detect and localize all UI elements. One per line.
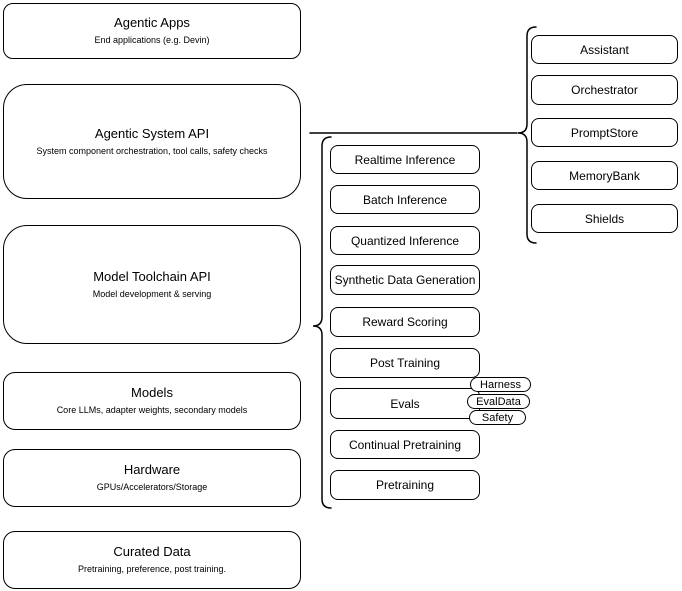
toolchain-brace xyxy=(312,136,332,509)
box-title: Agentic Apps xyxy=(114,15,190,31)
box-label: Shields xyxy=(584,211,625,226)
box-title: Models xyxy=(131,385,173,401)
box-title: Agentic System API xyxy=(94,125,210,141)
box-synthetic-data-generation: Synthetic Data Generation xyxy=(330,265,480,295)
box-label: Continual Pretraining xyxy=(348,437,462,452)
box-subtitle: GPUs/Accelerators/Storage xyxy=(96,482,208,493)
box-subtitle: End applications (e.g. Devin) xyxy=(94,35,210,46)
box-evals: Evals xyxy=(330,388,480,419)
box-label: Batch Inference xyxy=(362,192,448,207)
box-pretraining: Pretraining xyxy=(330,470,480,500)
box-assistant: Assistant xyxy=(531,35,678,64)
box-continual-pretraining: Continual Pretraining xyxy=(330,430,480,459)
box-title: Model Toolchain API xyxy=(93,268,211,284)
box-agentic-system-api: Agentic System API System component orch… xyxy=(3,84,301,199)
pill-evaldata: EvalData xyxy=(467,394,530,409)
box-subtitle: Core LLMs, adapter weights, secondary mo… xyxy=(56,405,248,416)
box-label: Realtime Inference xyxy=(354,152,456,167)
box-label: Reward Scoring xyxy=(362,315,448,329)
box-label: Pretraining xyxy=(375,478,435,492)
box-promptstore: PromptStore xyxy=(531,118,678,147)
box-post-training: Post Training xyxy=(330,348,480,378)
box-subtitle: System component orchestration, tool cal… xyxy=(36,145,268,156)
box-memorybank: MemoryBank xyxy=(531,161,678,190)
box-model-toolchain-api: Model Toolchain API Model development & … xyxy=(3,225,301,344)
pill-label: EvalData xyxy=(476,395,521,408)
box-agentic-apps: Agentic Apps End applications (e.g. Devi… xyxy=(3,3,301,59)
box-shields: Shields xyxy=(531,204,678,233)
box-realtime-inference: Realtime Inference xyxy=(330,145,480,174)
box-curated-data: Curated Data Pretraining, preference, po… xyxy=(3,531,301,589)
box-quantized-inference: Quantized Inference xyxy=(330,226,480,255)
box-label: Evals xyxy=(390,396,420,411)
box-title: Curated Data xyxy=(113,544,191,560)
pill-label: Harness xyxy=(480,378,521,391)
box-models: Models Core LLMs, adapter weights, secon… xyxy=(3,372,301,430)
box-orchestrator: Orchestrator xyxy=(531,75,678,105)
box-label: Post Training xyxy=(369,356,441,370)
box-subtitle: Model development & serving xyxy=(92,288,212,299)
box-batch-inference: Batch Inference xyxy=(330,185,480,214)
box-label: MemoryBank xyxy=(569,168,640,183)
pill-safety: Safety xyxy=(469,410,526,425)
box-label: PromptStore xyxy=(570,125,639,140)
box-label: Quantized Inference xyxy=(350,233,460,248)
box-label: Synthetic Data Generation xyxy=(334,273,476,287)
box-label: Assistant xyxy=(580,42,629,57)
pill-label: Safety xyxy=(481,411,514,424)
box-label: Orchestrator xyxy=(571,83,638,97)
pill-harness: Harness xyxy=(470,377,531,392)
box-subtitle: Pretraining, preference, post training. xyxy=(77,564,227,575)
box-title: Hardware xyxy=(123,462,181,478)
box-reward-scoring: Reward Scoring xyxy=(330,307,480,337)
box-hardware: Hardware GPUs/Accelerators/Storage xyxy=(3,449,301,507)
